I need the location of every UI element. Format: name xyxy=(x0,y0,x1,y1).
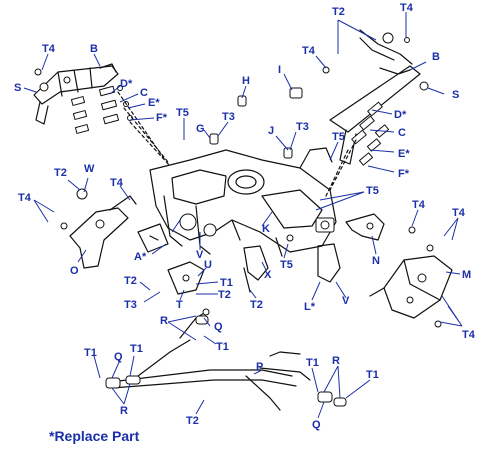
label-t3: T3 xyxy=(222,111,235,123)
label-t4: T4 xyxy=(412,199,426,211)
small-brackets xyxy=(167,243,341,295)
label-n: N xyxy=(372,255,380,267)
label-t5: T5 xyxy=(332,131,345,143)
hose-assemblies xyxy=(105,315,347,407)
label-s: S xyxy=(14,82,21,94)
label-t: T xyxy=(176,299,183,311)
label-g: G xyxy=(196,123,205,135)
gasket-a xyxy=(137,223,169,253)
part-labels: T2 T4 T4 B S D* C E* F* H I T4 B S T5 T3… xyxy=(14,2,476,431)
label-t2: T2 xyxy=(332,6,345,18)
label-e: E* xyxy=(398,148,410,160)
label-d: D* xyxy=(120,78,133,90)
label-t2: T2 xyxy=(54,167,67,179)
label-f: F* xyxy=(156,112,168,124)
label-t2: T2 xyxy=(218,289,231,301)
label-h: H xyxy=(242,75,250,87)
label-i: I xyxy=(278,64,281,76)
label-t2: T2 xyxy=(250,299,263,311)
right-fuel-rail-assembly xyxy=(325,29,429,197)
label-q: Q xyxy=(114,351,123,363)
label-d: D* xyxy=(394,109,407,121)
label-c: C xyxy=(398,127,406,139)
label-l: L* xyxy=(304,301,316,313)
label-t5: T5 xyxy=(280,259,293,271)
label-q: Q xyxy=(214,321,223,333)
replace-part-footnote: *Replace Part xyxy=(49,428,140,444)
label-t1: T1 xyxy=(130,343,143,355)
label-v: V xyxy=(196,249,204,261)
leader-lines xyxy=(23,12,463,419)
label-t3: T3 xyxy=(124,299,137,311)
label-b: B xyxy=(90,43,98,55)
label-p: P xyxy=(256,361,263,373)
label-t4: T4 xyxy=(18,192,32,204)
label-t4: T4 xyxy=(302,45,316,57)
label-t4: T4 xyxy=(110,177,124,189)
bracket-m xyxy=(369,255,453,319)
label-t4: T4 xyxy=(400,2,414,14)
label-t1: T1 xyxy=(220,277,233,289)
label-t3: T3 xyxy=(296,121,309,133)
label-v: V xyxy=(342,295,350,307)
label-t5: T5 xyxy=(366,185,379,197)
label-r: R xyxy=(120,405,128,417)
label-m: M xyxy=(462,269,471,281)
label-t4: T4 xyxy=(452,207,466,219)
label-r: R xyxy=(332,355,340,367)
label-t5: T5 xyxy=(176,107,189,119)
label-o: O xyxy=(70,265,79,277)
label-t1: T1 xyxy=(306,357,319,369)
label-t4: T4 xyxy=(462,329,476,341)
label-f: F* xyxy=(398,168,410,180)
bracket-n xyxy=(345,213,385,241)
fuel-lines-p xyxy=(109,308,311,411)
fittings xyxy=(60,66,442,328)
label-c: C xyxy=(140,87,148,99)
label-t2: T2 xyxy=(186,415,199,427)
label-s: S xyxy=(452,89,459,101)
label-x: X xyxy=(264,269,272,281)
label-q: Q xyxy=(312,419,321,431)
label-e: E* xyxy=(148,97,160,109)
label-r: R xyxy=(160,315,168,327)
label-u: U xyxy=(204,259,212,271)
label-j: J xyxy=(268,125,274,137)
bracket-o xyxy=(69,195,137,269)
label-t1: T1 xyxy=(216,341,229,353)
label-t1: T1 xyxy=(366,369,379,381)
label-a: A* xyxy=(134,251,147,263)
left-fuel-rail-assembly xyxy=(33,63,171,167)
label-t2: T2 xyxy=(124,275,137,287)
label-w: W xyxy=(84,163,95,175)
label-k: K xyxy=(262,223,270,235)
label-t4: T4 xyxy=(42,43,56,55)
intake-manifold xyxy=(149,147,337,257)
label-t1: T1 xyxy=(84,347,97,359)
label-b: B xyxy=(432,51,440,63)
